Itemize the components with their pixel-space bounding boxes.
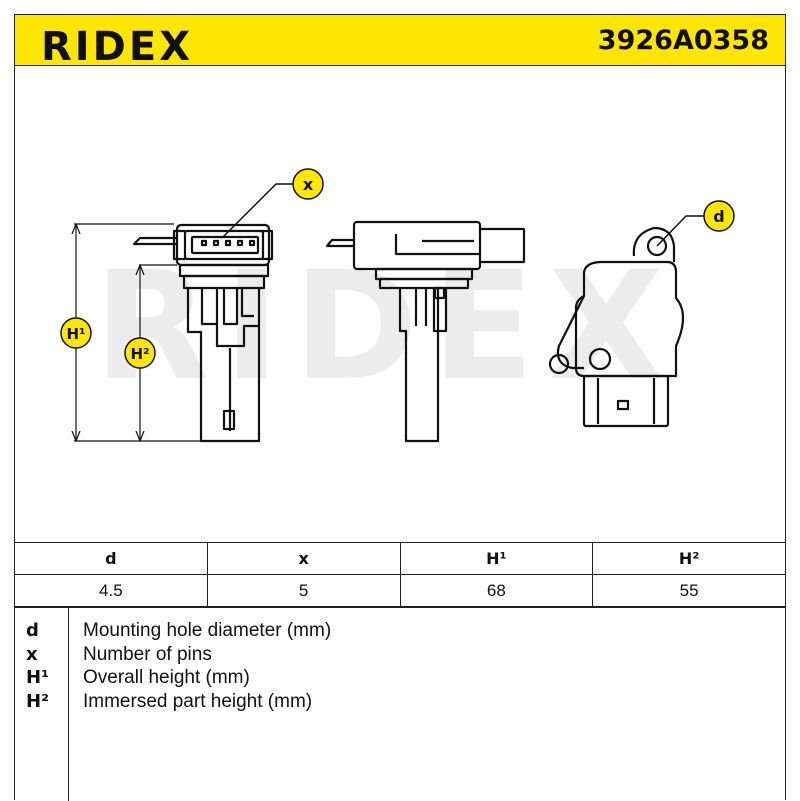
legend-key: H² — [26, 691, 49, 712]
callout-x-label: x — [303, 175, 314, 194]
legend-key: x — [26, 644, 38, 665]
spec-header-h2: H² — [592, 542, 786, 575]
legend-item: H² Immersed part height (mm) — [14, 691, 786, 715]
callout-x: x — [292, 168, 324, 200]
callout-h2-label: H² — [130, 345, 149, 363]
spec-header-row: d x H¹ H² — [14, 542, 786, 575]
callout-d: d — [703, 200, 735, 232]
spec-header-x: x — [206, 542, 401, 575]
legend-key: H¹ — [26, 667, 49, 688]
sensor-end-view — [548, 226, 685, 428]
callout-h1-label: H¹ — [66, 325, 85, 343]
legend-divider — [68, 608, 69, 801]
spec-table: d x H¹ H² 4.5 5 68 55 — [14, 542, 786, 607]
spec-value-h1: 68 — [399, 574, 594, 607]
legend-item: H¹ Overall height (mm) — [14, 667, 786, 691]
callout-h2: H² — [124, 337, 156, 369]
header-bar: RIDEX 3926A0358 — [14, 14, 786, 70]
legend-key: d — [26, 620, 39, 641]
spec-value-h2: 55 — [592, 574, 786, 607]
spec-value-x: 5 — [206, 574, 401, 607]
spec-header-d: d — [14, 542, 208, 575]
sensor-front-view — [132, 223, 274, 443]
legend: d Mounting hole diameter (mm) x Number o… — [14, 607, 786, 801]
legend-text: Number of pins — [83, 644, 212, 665]
legend-text: Mounting hole diameter (mm) — [83, 620, 332, 641]
legend-item: x Number of pins — [14, 644, 786, 668]
callout-d-label: d — [713, 207, 724, 226]
drawing-canvas: RIDEX — [60, 168, 735, 443]
sensor-side-view — [325, 220, 526, 443]
brand-logo: RIDEX — [41, 24, 194, 70]
legend-text: Immersed part height (mm) — [83, 691, 313, 712]
spec-header-h1: H¹ — [399, 542, 594, 575]
callout-h1: H¹ — [60, 317, 92, 349]
legend-text: Overall height (mm) — [83, 667, 250, 688]
part-number: 3926A0358 — [597, 25, 769, 56]
callout-leaders — [221, 183, 704, 247]
legend-item: d Mounting hole diameter (mm) — [14, 620, 786, 644]
spec-value-row: 4.5 5 68 55 — [14, 574, 786, 607]
technical-drawing: RIDEX — [14, 66, 786, 542]
spec-value-d: 4.5 — [14, 574, 208, 607]
